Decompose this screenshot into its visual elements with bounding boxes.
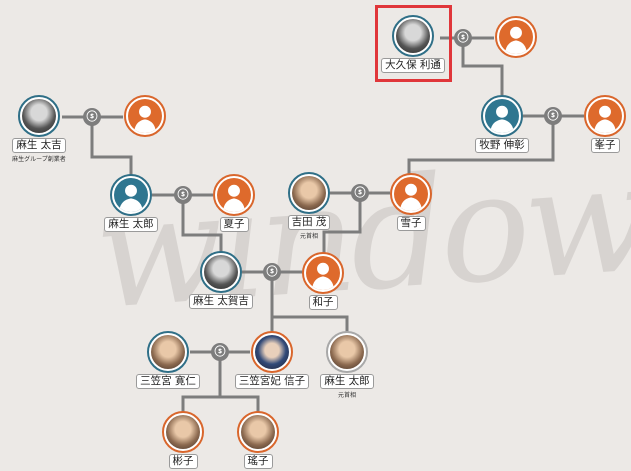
male-silhouette-icon — [110, 174, 152, 216]
person-mineko[interactable]: 峯子 — [560, 95, 631, 153]
female-silhouette-icon — [390, 173, 432, 215]
female-silhouette-icon — [302, 252, 344, 294]
female-silhouette-icon — [124, 95, 166, 137]
female-silhouette-icon — [495, 16, 537, 58]
marriage-icon: ⓢ — [174, 186, 192, 204]
person-aso-taro[interactable]: 麻生 太郎 元首相 — [302, 331, 392, 399]
portrait-photo — [251, 331, 293, 373]
marriage-icon: ⓢ — [454, 29, 472, 47]
marriage-icon: ⓢ — [351, 184, 369, 202]
person-title: 元首相 — [299, 233, 318, 240]
person-aso-takichi-wife[interactable] — [100, 95, 190, 137]
portrait-photo — [162, 411, 204, 453]
person-yoko[interactable]: 瑤子 — [213, 411, 303, 469]
person-name: 夏子 — [219, 217, 249, 232]
person-okubo-toshimichi[interactable]: 大久保 利通 — [368, 15, 458, 73]
person-name: 麻生 太吉 — [12, 138, 66, 153]
person-name: 牧野 伸彰 — [475, 138, 529, 153]
person-aso-takakichi[interactable]: 麻生 太賀吉 — [176, 251, 266, 309]
person-name: 麻生 太郎 — [104, 217, 158, 232]
person-aso-taro-elder[interactable]: 麻生 太郎 — [86, 174, 176, 232]
person-okubo-wife[interactable] — [471, 16, 561, 58]
person-name: 三笠宮妃 信子 — [234, 374, 310, 389]
person-kazuko[interactable]: 和子 — [278, 252, 368, 310]
highlight-box — [375, 5, 452, 82]
person-name: 麻生 太郎 — [320, 374, 374, 389]
marriage-icon: ⓢ — [211, 343, 229, 361]
person-name: 大久保 利通 — [381, 58, 445, 73]
person-mikasanomiya-tomohito[interactable]: 三笠宮 寛仁 — [123, 331, 213, 389]
portrait-photo — [326, 331, 368, 373]
person-name: 彬子 — [168, 454, 198, 469]
portrait-photo — [237, 411, 279, 453]
portrait-photo — [288, 172, 330, 214]
person-makino-nobuaki[interactable]: 牧野 伸彰 — [457, 95, 547, 153]
person-name: 和子 — [308, 295, 338, 310]
person-natsuko[interactable]: 夏子 — [189, 174, 279, 232]
person-name: 峯子 — [590, 138, 620, 153]
portrait-photo — [18, 95, 60, 137]
marriage-icon: ⓢ — [544, 107, 562, 125]
marriage-icon: ⓢ — [83, 108, 101, 126]
person-akiko[interactable]: 彬子 — [138, 411, 228, 469]
person-name: 瑤子 — [243, 454, 273, 469]
person-name: 三笠宮 寛仁 — [136, 374, 200, 389]
person-title: 麻生グループ創業者 — [12, 156, 66, 163]
person-mikasanomiya-nobuko[interactable]: 三笠宮妃 信子 — [227, 331, 317, 389]
female-silhouette-icon — [213, 174, 255, 216]
female-silhouette-icon — [584, 95, 626, 137]
person-aso-takichi[interactable]: 麻生 太吉 麻生グループ創業者 — [0, 95, 84, 163]
male-silhouette-icon — [481, 95, 523, 137]
person-title: 元首相 — [337, 392, 356, 399]
person-name: 雪子 — [396, 216, 426, 231]
portrait-photo — [147, 331, 189, 373]
portrait-photo — [200, 251, 242, 293]
portrait-photo — [392, 15, 434, 57]
person-name: 麻生 太賀吉 — [189, 294, 253, 309]
person-name: 吉田 茂 — [287, 215, 331, 230]
marriage-icon: ⓢ — [263, 263, 281, 281]
person-yoshida-shigeru[interactable]: 吉田 茂 元首相 — [264, 172, 354, 240]
person-yukiko[interactable]: 雪子 — [366, 173, 456, 231]
